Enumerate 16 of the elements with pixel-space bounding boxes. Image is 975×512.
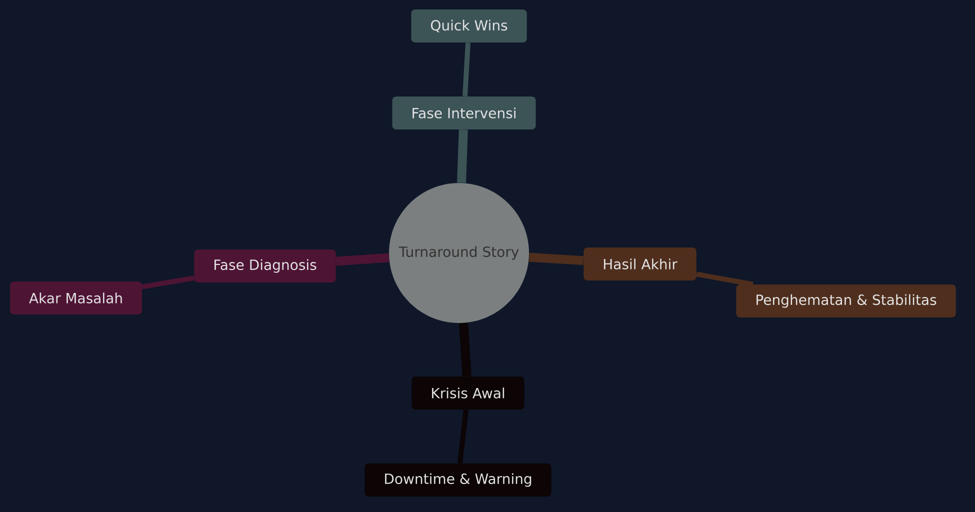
topic-box: Downtime & Warning	[364, 464, 552, 496]
topic-box: Hasil Akhir	[584, 248, 696, 280]
topic-box: Fase Diagnosis	[194, 250, 336, 282]
topic-box: Penghematan & Stabilitas	[736, 284, 956, 318]
topic-box: Akar Masalah	[10, 282, 142, 314]
connector-line	[457, 130, 468, 183]
connector-line	[142, 276, 194, 290]
topic-box: Fase Intervensi	[392, 96, 536, 130]
connector-line	[528, 252, 584, 266]
connector-line	[336, 253, 390, 266]
connector-line	[462, 42, 471, 96]
topic-box: Quick Wins	[411, 10, 527, 42]
topic-box: Krisis Awal	[412, 376, 524, 410]
connector-line	[457, 409, 469, 464]
connector-line	[696, 272, 754, 287]
connector-line	[459, 322, 472, 377]
